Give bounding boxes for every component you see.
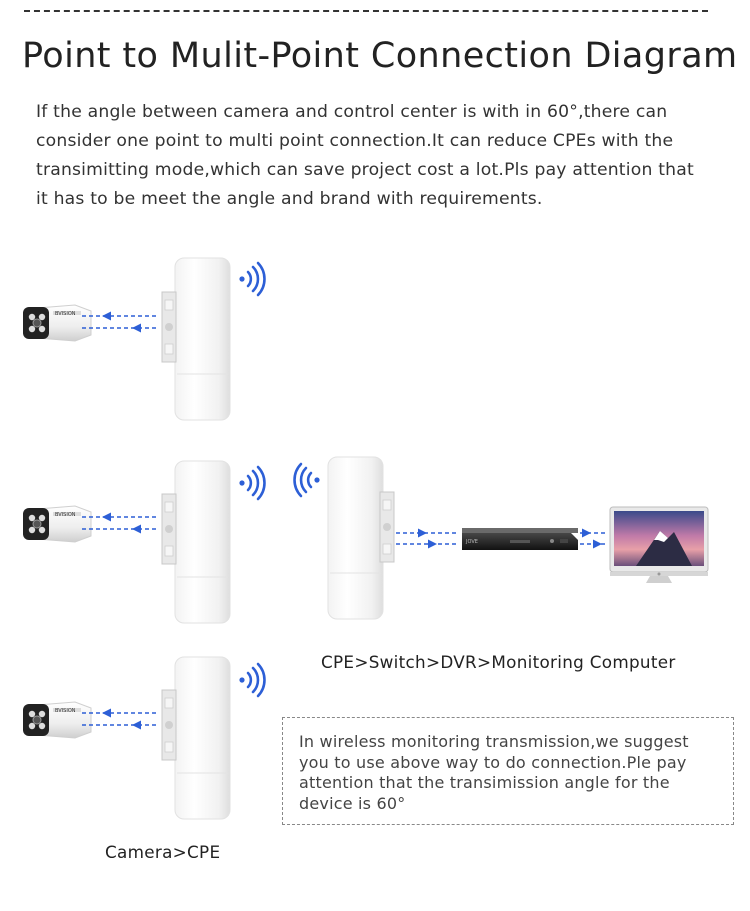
camera-brand-label: BVISION bbox=[55, 708, 76, 714]
flow-arrow bbox=[132, 720, 141, 730]
chain-caption-receiver: CPE>Switch>DVR>Monitoring Computer bbox=[321, 652, 676, 672]
chain-caption-camera: Camera>CPE bbox=[105, 842, 221, 862]
svg-text:BVISION: BVISION bbox=[55, 512, 76, 518]
monitor-icon bbox=[609, 506, 709, 583]
cpe-icon bbox=[327, 456, 384, 620]
note-line: device is 60° bbox=[299, 793, 406, 813]
cpe-icon bbox=[174, 656, 231, 820]
wifi-signal-icon bbox=[238, 465, 266, 501]
page-title: Point to Mulit-Point Connection Diagram bbox=[22, 36, 738, 76]
flow-arrow bbox=[593, 539, 602, 549]
flow-arrow bbox=[418, 528, 427, 538]
note-box: In wireless monitoring transmission,we s… bbox=[282, 717, 734, 825]
wifi-signal-icon bbox=[238, 662, 266, 698]
cpe-icon bbox=[174, 460, 231, 624]
flow-arrow bbox=[102, 311, 111, 321]
note-line: you to use above way to do connection.Pl… bbox=[299, 752, 687, 772]
camera-brand-label: BVISION bbox=[55, 311, 76, 317]
camera-brand-label: BVISION bbox=[55, 512, 76, 518]
intro-line: it has to be meet the angle and brand wi… bbox=[36, 189, 543, 209]
intro-line: transimitting mode,which can save projec… bbox=[36, 160, 694, 180]
top-divider bbox=[24, 10, 708, 12]
bracket-icon bbox=[161, 493, 177, 565]
intro-paragraph: If the angle between camera and control … bbox=[36, 98, 726, 214]
bracket-icon bbox=[161, 689, 177, 761]
svg-text:BVISION: BVISION bbox=[55, 311, 76, 317]
flow-arrow bbox=[582, 528, 591, 538]
note-line: attention that the transimission angle f… bbox=[299, 773, 670, 792]
dvr-icon bbox=[462, 528, 578, 550]
wifi-signal-icon bbox=[238, 261, 266, 297]
cpe-icon bbox=[174, 257, 231, 421]
dvr-brand-label: JOVE bbox=[465, 539, 478, 545]
svg-text:JOVE: JOVE bbox=[465, 539, 478, 545]
flow-arrow bbox=[132, 323, 141, 333]
svg-text:BVISION: BVISION bbox=[55, 708, 76, 714]
note-text: In wireless monitoring transmission,we s… bbox=[299, 732, 727, 814]
intro-line: If the angle between camera and control … bbox=[36, 102, 668, 122]
bracket-icon bbox=[161, 291, 177, 363]
flow-arrow bbox=[102, 708, 111, 718]
wifi-signal-icon bbox=[293, 462, 321, 498]
note-line: In wireless monitoring transmission,we s… bbox=[299, 732, 689, 751]
flow-arrow bbox=[132, 524, 141, 534]
flow-arrow bbox=[102, 512, 111, 522]
intro-line: consider one point to multi point connec… bbox=[36, 131, 674, 151]
flow-arrow bbox=[428, 539, 437, 549]
bracket-icon bbox=[379, 491, 395, 563]
